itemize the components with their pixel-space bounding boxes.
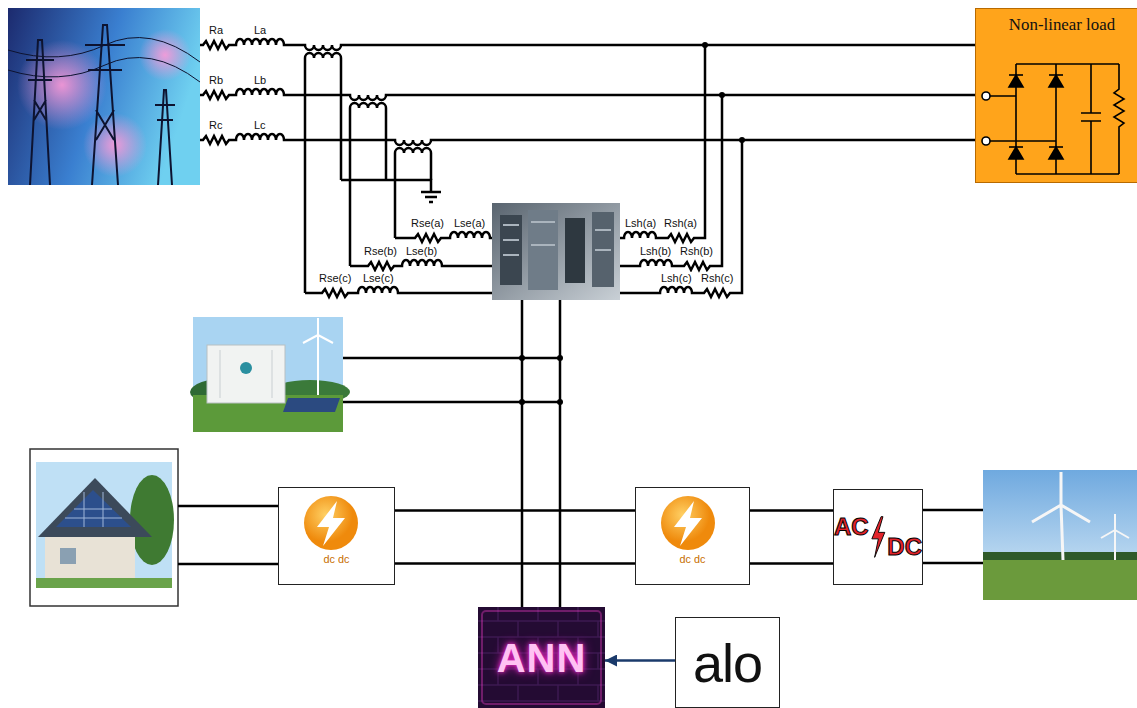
- rectifier-label: AC: [834, 514, 869, 540]
- wind-turbine-photo: [983, 470, 1137, 600]
- rectifier-symbol: [976, 9, 1137, 184]
- energy-storage-photo: [190, 317, 350, 432]
- load-box: Non-linear load: [975, 8, 1137, 183]
- component-label: Lse(c): [362, 272, 395, 285]
- algorithm-label: alo: [693, 633, 762, 693]
- converter-icon: [279, 488, 384, 552]
- connector: [395, 511, 635, 564]
- component-label: Rse(c): [318, 272, 352, 285]
- converter-photo: [492, 203, 620, 300]
- component-label: Ra: [208, 24, 224, 37]
- algorithm-box: alo: [675, 617, 780, 708]
- component-label: Rse(b): [363, 245, 398, 258]
- converter-label: dc dc: [279, 552, 394, 566]
- component-label: Lsh(c): [660, 272, 693, 285]
- lightning-symbol: [870, 515, 887, 559]
- converter-icon: [636, 488, 741, 552]
- component-label: Lsh(b): [639, 245, 672, 258]
- component-label: Rse(a): [410, 217, 445, 230]
- component-label: Rsh(b): [679, 245, 714, 258]
- component-label: Rsh(a): [663, 217, 698, 230]
- ann-label: ANN: [497, 636, 587, 680]
- ann-box: ANN: [478, 607, 605, 708]
- component-label: Lse(a): [453, 217, 486, 230]
- component-label: Lb: [253, 74, 267, 87]
- converter-box: dc dc: [278, 487, 395, 585]
- component-label: Lc: [253, 119, 267, 132]
- component-label: Rsh(c): [700, 272, 734, 285]
- solar-house-photo: [30, 449, 178, 606]
- circuit-wires: [178, 39, 983, 607]
- component-label: Lse(b): [405, 245, 438, 258]
- box-title: Non-linear load: [976, 14, 1137, 36]
- component-label: Rb: [208, 74, 224, 87]
- connector: [605, 659, 675, 662]
- converter-label: dc dc: [636, 552, 749, 566]
- power-grid-photo: [8, 8, 200, 185]
- component-label: Lsh(a): [624, 217, 657, 230]
- converter-box: dc dc: [635, 487, 750, 585]
- connector: [750, 511, 833, 564]
- rectifier-box: AC DC: [833, 489, 923, 585]
- rectifier-label: DC: [887, 534, 922, 560]
- component-label: La: [253, 24, 267, 37]
- component-label: Rc: [208, 119, 223, 132]
- junction-dots: [519, 42, 745, 405]
